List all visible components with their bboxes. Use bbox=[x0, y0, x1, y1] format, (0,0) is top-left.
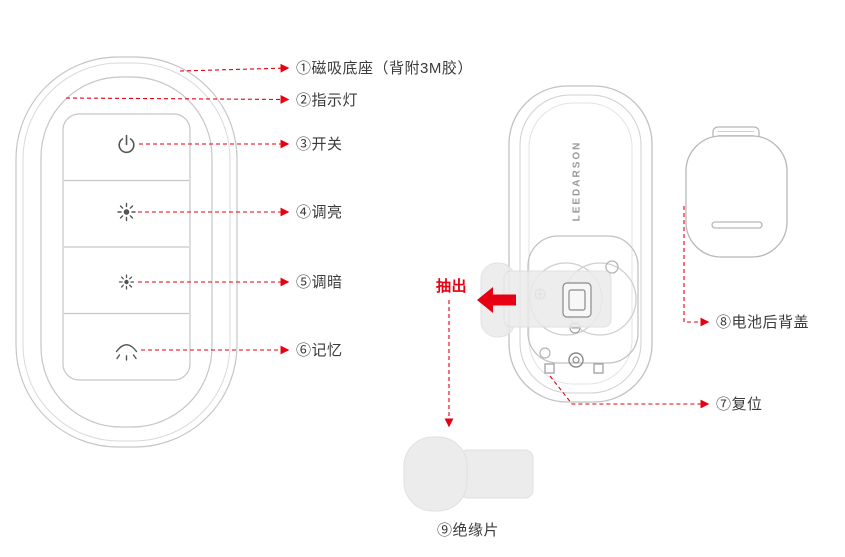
back-bottom-hardware bbox=[539, 347, 604, 374]
insulation-sheet-removed bbox=[403, 436, 534, 512]
power-icon bbox=[118, 134, 135, 154]
battery-cover bbox=[685, 126, 788, 258]
brand-logo: LEEDARSON bbox=[571, 140, 583, 222]
remote-front-view bbox=[15, 56, 238, 448]
brightness-up-icon bbox=[117, 202, 136, 222]
memory-lamp-icon bbox=[115, 344, 138, 361]
reset-hole bbox=[539, 347, 551, 359]
pull-out-arrow-icon bbox=[477, 287, 516, 313]
callout-lines-right bbox=[549, 206, 710, 409]
callout-reset: ⑦复位 bbox=[716, 396, 763, 413]
screw-icon bbox=[568, 352, 584, 368]
brightness-down-icon bbox=[118, 274, 135, 290]
callout-lines-left bbox=[65, 63, 290, 355]
callout-magnetic-base: ①磁吸底座（背附3M胶） bbox=[296, 60, 473, 77]
tab-slot bbox=[562, 282, 592, 318]
callout-insulation-sheet: ⑨绝缘片 bbox=[437, 522, 500, 539]
callout-brighten: ④调亮 bbox=[296, 204, 343, 221]
callout-dim: ⑤调暗 bbox=[296, 274, 343, 291]
callout-power: ③开关 bbox=[296, 136, 343, 153]
pull-out-label: 抽出 bbox=[436, 278, 468, 295]
callout-memory: ⑥记忆 bbox=[296, 342, 343, 359]
callout-indicator-light: ②指示灯 bbox=[296, 92, 359, 109]
callout-battery-cover: ⑧电池后背盖 bbox=[716, 314, 810, 331]
